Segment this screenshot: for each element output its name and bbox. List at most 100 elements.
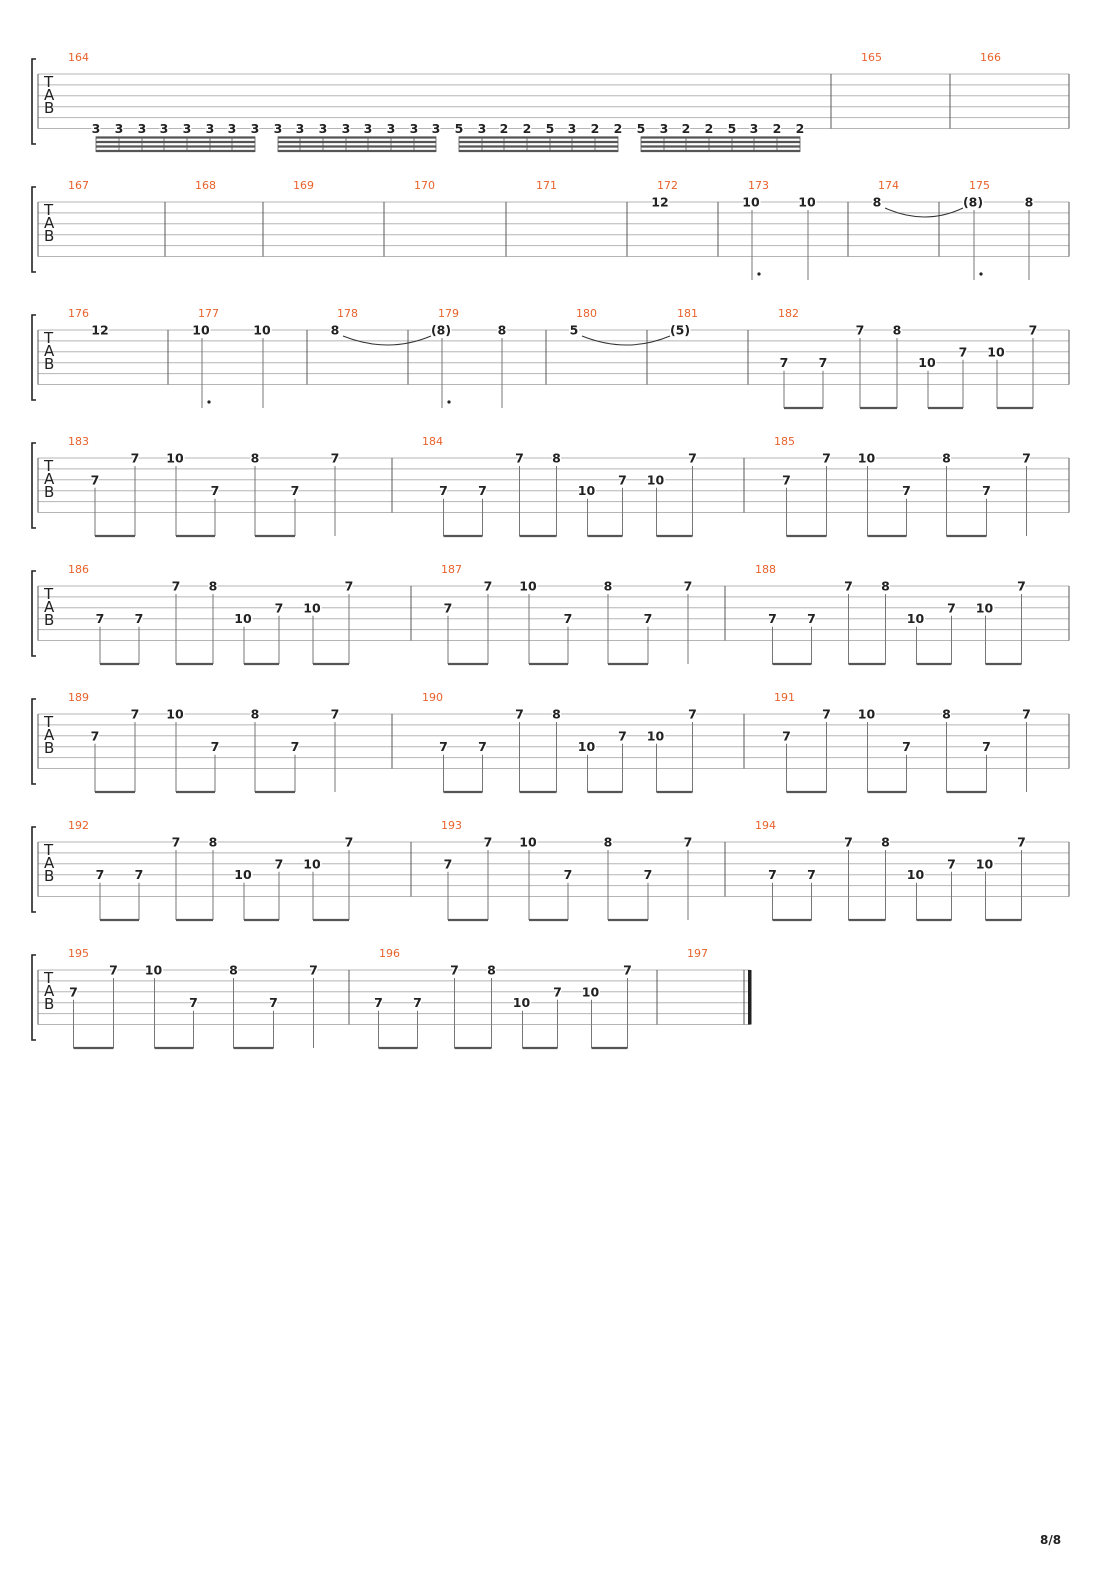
measure-number: 173 <box>748 179 769 192</box>
fret-number: 7 <box>564 611 573 626</box>
fret-number: 7 <box>131 707 140 722</box>
fret-number: 8 <box>552 451 561 466</box>
fret-number: 7 <box>450 963 459 978</box>
measure-number: 174 <box>878 179 899 192</box>
tab-clef-letter-t: T <box>43 969 54 987</box>
fret-number: 3 <box>342 121 351 136</box>
fret-number: 7 <box>902 483 911 498</box>
tab-clef-letter-b: B <box>44 867 54 885</box>
fret-number: 7 <box>1017 579 1026 594</box>
fret-number: (8) <box>963 195 983 210</box>
tie-arc <box>581 335 671 346</box>
fret-number: 10 <box>976 856 994 871</box>
system-bracket <box>31 954 36 1041</box>
fret-number: 7 <box>172 835 181 850</box>
fret-number: 3 <box>432 121 441 136</box>
fret-number: 2 <box>773 121 782 136</box>
tab-clef-letter-b: B <box>44 739 54 757</box>
measure-number: 179 <box>438 307 459 320</box>
fret-number: 8 <box>604 579 613 594</box>
fret-number: 2 <box>523 121 532 136</box>
tab-clef-letter-b: B <box>44 227 54 245</box>
fret-number: 7 <box>782 728 791 743</box>
tie-arc <box>342 335 432 346</box>
fret-number: 3 <box>364 121 373 136</box>
fret-number: 12 <box>91 323 108 338</box>
fret-number: 3 <box>160 121 169 136</box>
fret-number: 7 <box>374 995 383 1010</box>
measure-number: 197 <box>687 947 708 960</box>
system-bracket <box>31 570 36 657</box>
fret-number: 7 <box>109 963 118 978</box>
fret-number: 8 <box>604 835 613 850</box>
fret-number: 7 <box>439 739 448 754</box>
tab-clef-letter-a: A <box>44 726 55 744</box>
fret-number: 10 <box>647 728 665 743</box>
tab-clef-letter-b: B <box>44 355 54 373</box>
fret-number: 7 <box>478 739 487 754</box>
fret-number: 7 <box>515 451 524 466</box>
rhythm-dot <box>757 272 761 276</box>
fret-number: 10 <box>578 739 596 754</box>
fret-number: 5 <box>455 121 464 136</box>
fret-number: 3 <box>410 121 419 136</box>
tab-clef-letter-t: T <box>43 585 54 603</box>
fret-number: 7 <box>819 355 828 370</box>
tab-clef-letter-a: A <box>44 470 55 488</box>
fret-number: 7 <box>345 835 354 850</box>
measure-number: 172 <box>657 179 678 192</box>
fret-number: 7 <box>135 867 144 882</box>
tie-arc <box>884 207 964 218</box>
fret-number: 3 <box>750 121 759 136</box>
tab-clef-letter-a: A <box>44 342 55 360</box>
fret-number: 3 <box>206 121 215 136</box>
fret-number: 8 <box>873 195 882 210</box>
measure-number: 178 <box>337 307 358 320</box>
tab-clef-letter-a: A <box>44 598 55 616</box>
fret-number: 8 <box>487 963 496 978</box>
fret-number: 8 <box>209 579 218 594</box>
fret-number: 10 <box>987 344 1005 359</box>
fret-number: 7 <box>91 728 100 743</box>
tab-clef-letter-b: B <box>44 611 54 629</box>
fret-number: 7 <box>1022 707 1031 722</box>
fret-number: 7 <box>947 856 956 871</box>
fret-number: 7 <box>91 472 100 487</box>
fret-number: 7 <box>345 579 354 594</box>
fret-number: 7 <box>211 483 220 498</box>
measure-number: 193 <box>441 819 462 832</box>
measure-number: 196 <box>379 947 400 960</box>
fret-number: 7 <box>275 600 284 615</box>
fret-number: 7 <box>291 739 300 754</box>
tab-clef-letter-t: T <box>43 329 54 347</box>
fret-number: 10 <box>519 579 537 594</box>
fret-number: 7 <box>844 579 853 594</box>
system-bracket <box>31 698 36 785</box>
fret-number: 5 <box>637 121 646 136</box>
fret-number: 8 <box>942 451 951 466</box>
fret-number: 7 <box>309 963 318 978</box>
measure-number: 186 <box>68 563 89 576</box>
measure-number: 171 <box>536 179 557 192</box>
fret-number: 3 <box>228 121 237 136</box>
fret-number: 8 <box>1025 195 1034 210</box>
fret-number: 7 <box>1029 323 1038 338</box>
system-bracket <box>31 58 36 145</box>
fret-number: 10 <box>303 600 321 615</box>
measure-number: 195 <box>68 947 89 960</box>
fret-number: 7 <box>172 579 181 594</box>
fret-number: 2 <box>796 121 805 136</box>
fret-number: 3 <box>274 121 283 136</box>
tab-clef-letter-t: T <box>43 73 54 91</box>
fret-number: 7 <box>822 707 831 722</box>
fret-number: 7 <box>780 355 789 370</box>
fret-number: 10 <box>166 451 184 466</box>
fret-number: 8 <box>942 707 951 722</box>
fret-number: 10 <box>234 611 252 626</box>
measure-number: 165 <box>861 51 882 64</box>
fret-number: 10 <box>578 483 596 498</box>
fret-number: 7 <box>807 611 816 626</box>
fret-number: 8 <box>498 323 507 338</box>
measure-number: 194 <box>755 819 776 832</box>
